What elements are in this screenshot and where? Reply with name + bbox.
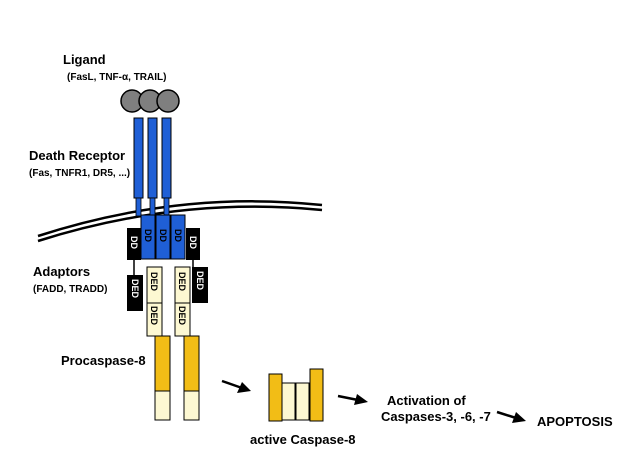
procaspase-ded <box>174 302 191 337</box>
ligand-subtitle: (FasL, TNF-α, TRAIL) <box>67 72 166 83</box>
ligand-trimer <box>120 89 180 113</box>
arrow-to-active-caspase <box>221 379 251 393</box>
apoptosis-label: APOPTOSIS <box>537 414 613 429</box>
procaspase-ded-text: DED <box>177 272 187 292</box>
receptor-title: Death Receptor <box>29 148 125 163</box>
adaptor-ded-left <box>127 275 143 311</box>
receptor-extracellular <box>161 117 172 199</box>
receptor-transmembrane <box>163 197 170 217</box>
procaspase-8-left: DED DED <box>146 266 171 421</box>
procaspase-ded-text: DED <box>177 306 187 326</box>
receptor-dd-text: DD <box>143 229 153 242</box>
adaptor-death-domains: DD DD <box>127 228 200 260</box>
receptor-death-domain <box>170 214 186 260</box>
receptor-extracellular <box>133 117 144 199</box>
adaptor-dd-right <box>186 228 200 260</box>
receptor-death-domain <box>155 214 171 260</box>
arrow-to-apoptosis <box>496 410 526 423</box>
procaspase-ded-text: DED <box>149 272 159 292</box>
adaptor-death-effector-domains: DED DED <box>127 267 208 311</box>
active-caspase-small-subunit <box>281 382 296 421</box>
adaptor-ded-text: DED <box>130 279 140 299</box>
activation-label-line1: Activation of <box>387 393 466 408</box>
arrow-to-effector-caspases <box>337 394 368 405</box>
adaptor-dd-text: DD <box>129 236 139 249</box>
adaptors-title: Adaptors <box>33 264 90 279</box>
adaptor-dd-left <box>127 228 141 260</box>
adaptor-ded-text: DED <box>195 271 205 291</box>
active-caspase-small-subunit <box>295 382 310 421</box>
active-caspase-large-subunit <box>268 373 283 422</box>
receptor-extracellular <box>147 117 158 199</box>
adaptor-linkers <box>133 260 194 275</box>
receptor-transmembrane <box>135 197 142 217</box>
procaspase-8-right: DED DED <box>174 266 200 421</box>
receptor-dd-text: DD <box>173 229 183 242</box>
procaspase-small-subunit <box>183 390 200 421</box>
procaspase-large-subunit <box>183 335 200 392</box>
ligand-title: Ligand <box>63 52 106 67</box>
active-caspase-label: active Caspase-8 <box>250 432 356 447</box>
receptor-subtitle: (Fas, TNFR1, DR5, ...) <box>29 168 130 179</box>
adaptor-dd-text: DD <box>188 236 198 249</box>
death-receptor-trimer: DD DD DD <box>133 117 186 260</box>
procaspase-ded-text: DED <box>149 306 159 326</box>
cell-membrane <box>37 200 323 243</box>
ligand-sphere <box>156 89 180 113</box>
active-caspase-8 <box>268 368 324 422</box>
adaptors-subtitle: (FADD, TRADD) <box>33 284 107 295</box>
procaspase-small-subunit <box>154 390 171 421</box>
adaptor-ded-right <box>192 267 208 303</box>
active-caspase-large-subunit <box>309 368 324 422</box>
receptor-dd-text: DD <box>158 229 168 242</box>
procaspase-large-subunit <box>154 335 171 392</box>
receptor-transmembrane <box>149 197 156 217</box>
procaspase-label: Procaspase-8 <box>61 353 146 368</box>
activation-label-line2: Caspases-3, -6, -7 <box>381 409 491 424</box>
